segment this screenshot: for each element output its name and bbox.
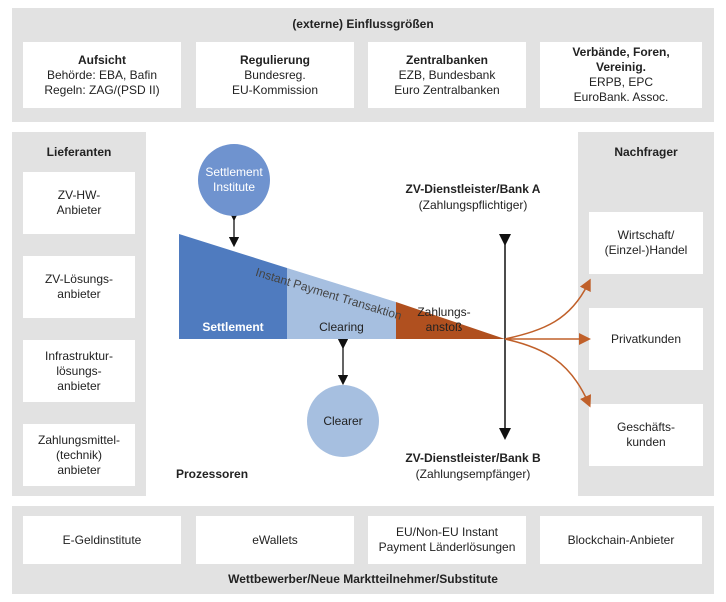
fan-arrow-top: [504, 278, 591, 340]
competitor-item: EU/Non-EU Instant Payment Länderlösungen: [368, 516, 526, 564]
competitor-item: eWallets: [196, 516, 354, 564]
box-aufsicht-line: Regeln: ZAG/(PSD II): [44, 82, 160, 97]
supplier-item: Zahlungsmittel- (technik) anbieter: [23, 424, 135, 486]
box-zentralbanken-title: Zentralbanken: [405, 52, 489, 67]
demand-item: Wirtschaft/ (Einzel-)Handel: [589, 212, 703, 274]
box-zentralbanken-line: Euro Zentralbanken: [394, 82, 500, 97]
settlement-label: Settlement: [202, 320, 264, 334]
influence-title: (externe) Einflussgrößen: [292, 17, 434, 31]
box-verbaende-line: ERPB, EPC: [588, 75, 654, 89]
bank-a-subtitle: (Zahlungspflichtiger): [418, 198, 528, 212]
bank-b-title: ZV-Dienstleister/Bank B: [405, 451, 541, 465]
box-verbaende: Verbände, Foren, Vereinig. ERPB, EPC Eur…: [540, 42, 702, 108]
competitor-item: Blockchain-Anbieter: [540, 516, 702, 564]
box-regulierung-line: EU-Kommission: [231, 82, 318, 97]
box-verbaende-line: EuroBank. Assoc.: [573, 90, 669, 104]
settlement-institute-circle: Settlement Institute: [198, 144, 270, 216]
prozessoren-label: Prozessoren: [176, 467, 249, 481]
zahlungsanstoss-segment: [396, 302, 505, 339]
demand-item: Geschäfts- kunden: [589, 404, 703, 466]
bank-a-title: ZV-Dienstleister/Bank A: [405, 182, 541, 196]
competitor-item: E-Geldinstitute: [23, 516, 181, 564]
box-verbaende-title: Verbände, Foren, Vereinig.: [572, 45, 670, 74]
box-zentralbanken-line: EZB, Bundesbank: [398, 67, 496, 82]
clearer-circle: Clearer: [307, 385, 379, 457]
box-regulierung-line: Bundesreg.: [244, 67, 306, 82]
zahlungsanstoss-label: Zahlungs- anstoß: [417, 305, 471, 334]
suppliers-title: Lieferanten: [46, 145, 112, 159]
supplier-item: Infrastruktur- lösungs- anbieter: [23, 340, 135, 402]
competitors-title: Wettbewerber/Neue Marktteilnehmer/Substi…: [228, 572, 498, 586]
box-zentralbanken: Zentralbanken EZB, Bundesbank Euro Zentr…: [368, 42, 526, 108]
fan-arrow-bottom: [504, 338, 592, 408]
clearing-segment: [287, 268, 396, 339]
box-aufsicht: Aufsicht Behörde: EBA, Bafin Regeln: ZAG…: [23, 42, 181, 108]
clearing-label: Clearing: [319, 320, 364, 334]
box-regulierung: Regulierung Bundesreg. EU-Kommission: [196, 42, 354, 108]
box-aufsicht-line: Behörde: EBA, Bafin: [46, 67, 158, 82]
demand-title: Nachfrager: [614, 145, 678, 159]
supplier-item: ZV-Lösungs- anbieter: [23, 256, 135, 318]
settlement-segment: [179, 234, 287, 339]
demand-item: Privatkunden: [589, 308, 703, 370]
supplier-item: ZV-HW- Anbieter: [23, 172, 135, 234]
bank-b-subtitle: (Zahlungsempfänger): [415, 467, 531, 481]
box-regulierung-title: Regulierung: [239, 52, 310, 67]
box-aufsicht-title: Aufsicht: [78, 52, 126, 67]
